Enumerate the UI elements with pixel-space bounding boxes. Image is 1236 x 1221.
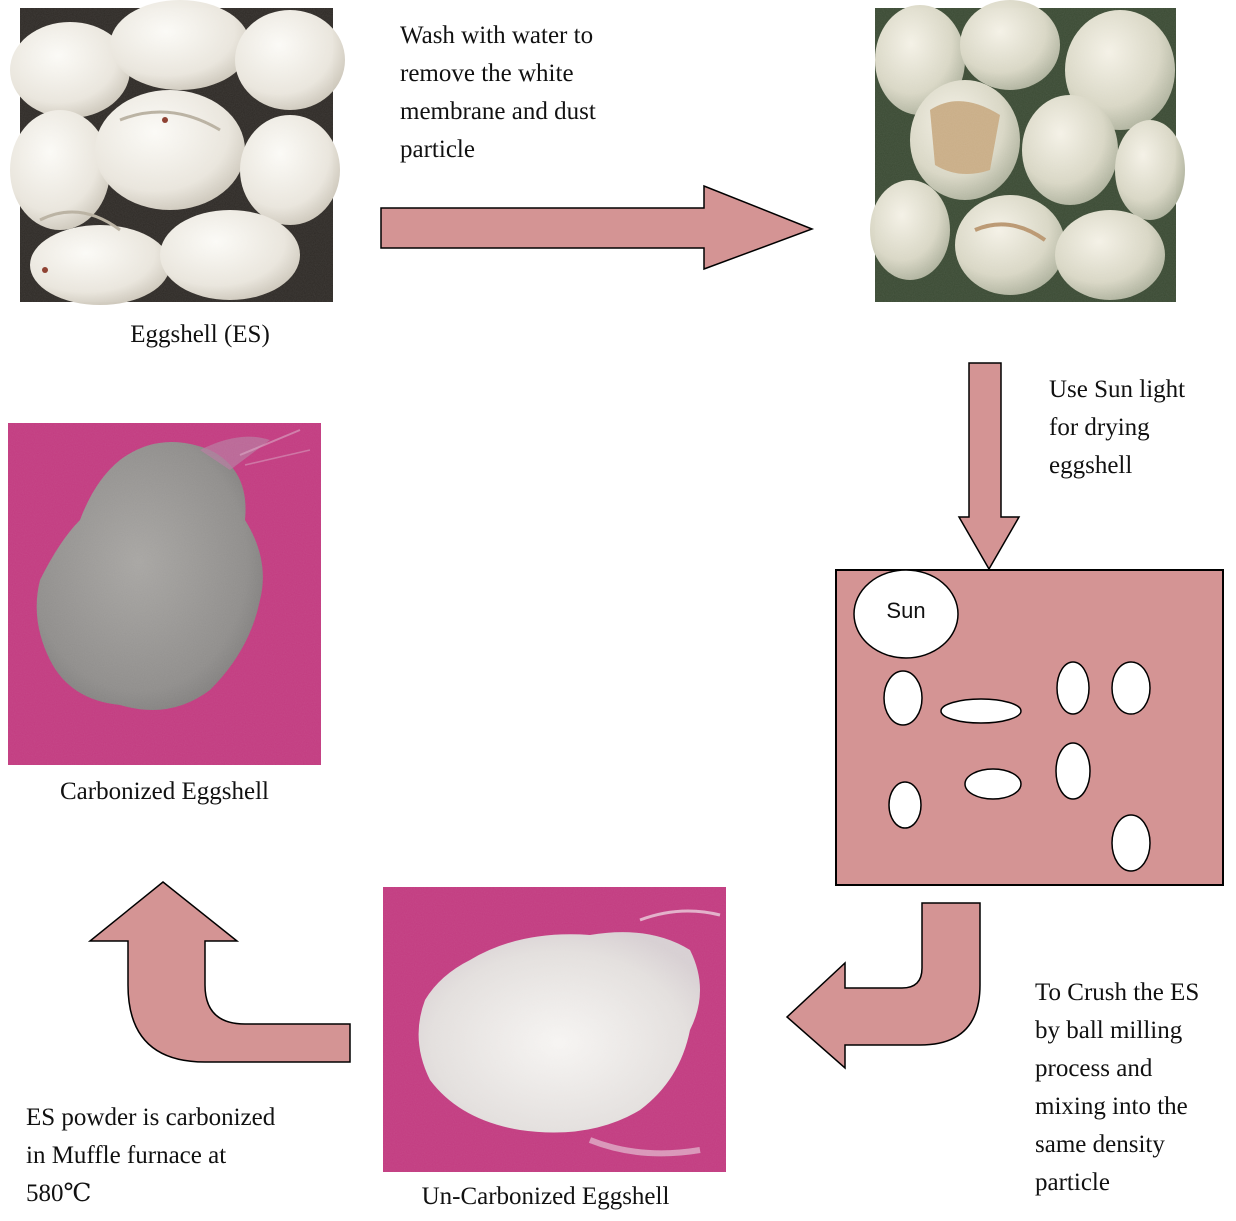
carbonized-eggshell-photo bbox=[8, 423, 321, 765]
carbonize-step-text: ES powder is carbonized in Muffle furnac… bbox=[26, 1099, 346, 1213]
carbonized-caption: Carbonized Eggshell bbox=[8, 773, 321, 811]
uncarbonized-caption: Un-Carbonized Eggshell bbox=[383, 1178, 708, 1216]
eggshell-piece bbox=[941, 699, 1021, 723]
eggshell-piece bbox=[1112, 815, 1150, 871]
carbonize-arrow bbox=[90, 882, 350, 1062]
eggshell-piece bbox=[965, 769, 1021, 799]
eggshell-photo bbox=[10, 0, 345, 305]
eggshell-piece bbox=[1056, 743, 1090, 799]
wash-arrow bbox=[381, 186, 812, 269]
eggshell-caption: Eggshell (ES) bbox=[80, 316, 320, 354]
eggshell-piece bbox=[884, 671, 922, 725]
crush-arrow bbox=[787, 903, 980, 1068]
uncarbonized-eggshell-photo bbox=[383, 887, 726, 1172]
eggshell-piece bbox=[1112, 662, 1150, 714]
crush-step-text: To Crush the ES by ball milling process … bbox=[1035, 974, 1235, 1202]
eggshell-piece bbox=[1057, 662, 1089, 714]
washed-eggshell-photo bbox=[870, 0, 1185, 302]
dry-arrow bbox=[959, 363, 1019, 569]
eggshell-piece bbox=[889, 782, 921, 828]
sun-label: Sun bbox=[866, 596, 946, 626]
dry-step-text: Use Sun light for drying eggshell bbox=[1049, 371, 1229, 485]
wash-step-text: Wash with water to remove the white memb… bbox=[400, 17, 660, 169]
